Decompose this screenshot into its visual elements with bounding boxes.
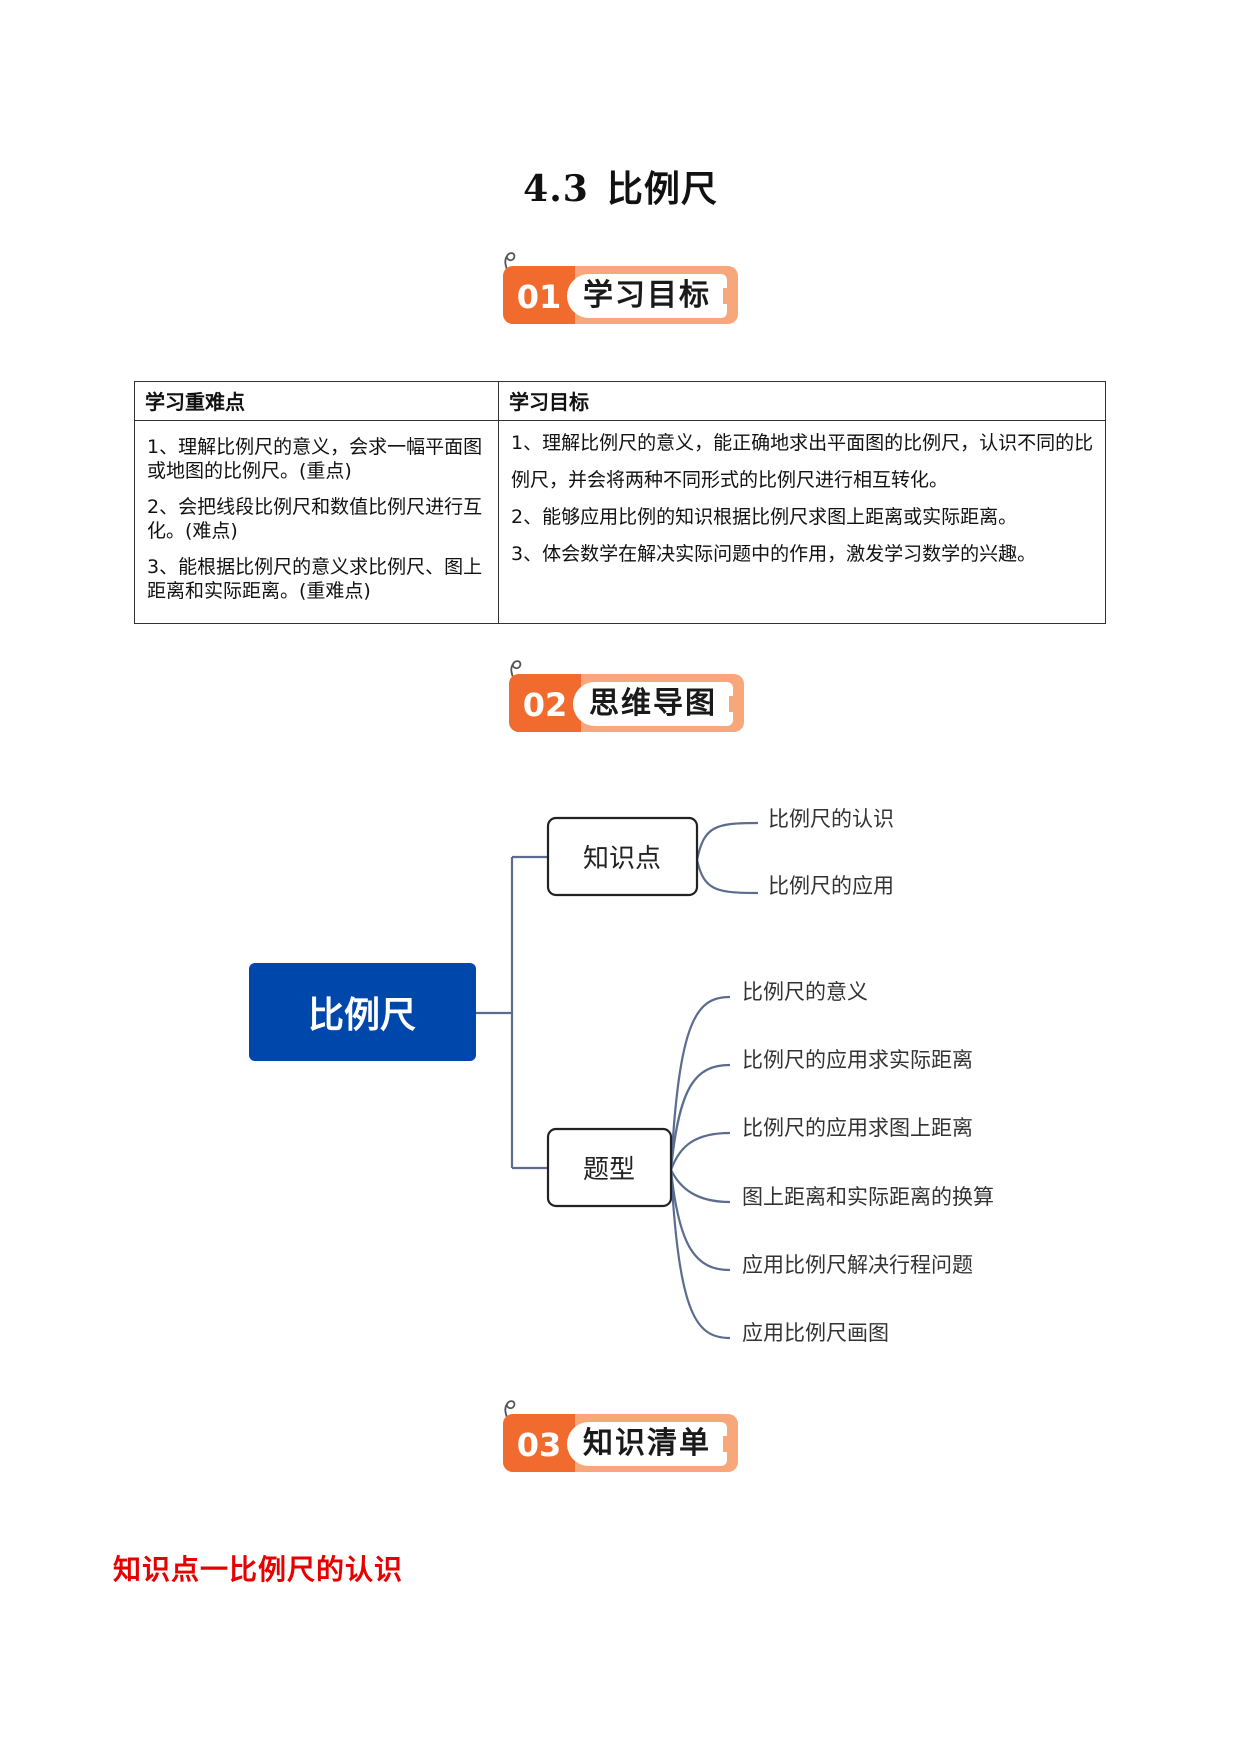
branch-label-knowledge: 知识点 xyxy=(583,843,661,873)
mind-map-connectors xyxy=(476,821,759,1340)
difficulty-item: 2、会把线段比例尺和数值比例尺进行互化。(难点) xyxy=(147,496,483,542)
goals-table: 学习重难点 学习目标 1、理解比例尺的意义，会求一幅平面图或地图的比例尺。(重点… xyxy=(134,381,1106,624)
difficulty-item: 1、理解比例尺的意义，会求一幅平面图或地图的比例尺。(重点) xyxy=(147,436,483,482)
badge-label: 思维导图 xyxy=(573,682,733,726)
badge-label: 学习目标 xyxy=(567,274,727,318)
section-badge-01: 01 学习目标 xyxy=(497,248,747,328)
title-text: 比例尺 xyxy=(606,169,718,210)
header-goals: 学习目标 xyxy=(498,381,1106,421)
leaf-item: 比例尺的认识 xyxy=(768,808,894,831)
leaf-item: 应用比例尺解决行程问题 xyxy=(742,1254,973,1277)
knowledge-point-heading: 知识点一比例尺的认识 xyxy=(113,1553,404,1586)
leaf-item: 比例尺的意义 xyxy=(742,981,868,1004)
clip-icon xyxy=(504,252,516,277)
table-header-row: 学习重难点 学习目标 xyxy=(134,381,1106,421)
badge-number: 03 xyxy=(503,1414,575,1472)
badge-notch xyxy=(729,696,741,712)
header-difficulties: 学习重难点 xyxy=(134,381,499,421)
leaf-item: 比例尺的应用求实际距离 xyxy=(742,1049,973,1072)
badge-notch xyxy=(723,288,735,304)
leaf-item: 图上距离和实际距离的换算 xyxy=(742,1186,994,1209)
branch-node-types xyxy=(546,1127,673,1208)
badge-number: 02 xyxy=(509,674,581,732)
section-badge-03: 03 知识清单 xyxy=(497,1396,747,1476)
leaf-item: 应用比例尺画图 xyxy=(742,1322,889,1345)
table-row: 1、理解比例尺的意义，会求一幅平面图或地图的比例尺。(重点) 2、会把线段比例尺… xyxy=(134,420,1106,624)
badge-notch xyxy=(723,1436,735,1452)
difficulty-item: 3、能根据比例尺的意义求比例尺、图上距离和实际距离。(重难点) xyxy=(147,556,483,602)
root-label: 比例尺 xyxy=(308,994,416,1035)
goal-item: 1、理解比例尺的意义，能正确地求出平面图的比例尺，认识不同的比例尺，并会将两种不… xyxy=(511,432,1094,491)
branch-node-knowledge xyxy=(546,816,699,897)
difficulties-cell: 1、理解比例尺的意义，会求一幅平面图或地图的比例尺。(重点) 2、会把线段比例尺… xyxy=(134,420,499,624)
goals-cell: 1、理解比例尺的意义，能正确地求出平面图的比例尺，认识不同的比例尺，并会将两种不… xyxy=(498,420,1106,624)
goal-item: 3、体会数学在解决实际问题中的作用，激发学习数学的兴趣。 xyxy=(511,543,1037,565)
leaf-item: 比例尺的应用求图上距离 xyxy=(742,1117,973,1140)
goal-item: 2、能够应用比例的知识根据比例尺求图上距离或实际距离。 xyxy=(511,506,1018,528)
badge-number: 01 xyxy=(503,266,575,324)
page-title: 4.3 比例尺 xyxy=(0,160,1241,212)
branch-label-types: 题型 xyxy=(583,1154,635,1184)
clip-icon xyxy=(504,1400,516,1425)
clip-icon xyxy=(510,660,522,685)
badge-label: 知识清单 xyxy=(567,1422,727,1466)
section-badge-02: 02 思维导图 xyxy=(503,656,753,736)
root-node xyxy=(249,963,476,1061)
leaf-item: 比例尺的应用 xyxy=(768,875,894,898)
title-number: 4.3 xyxy=(523,168,589,210)
